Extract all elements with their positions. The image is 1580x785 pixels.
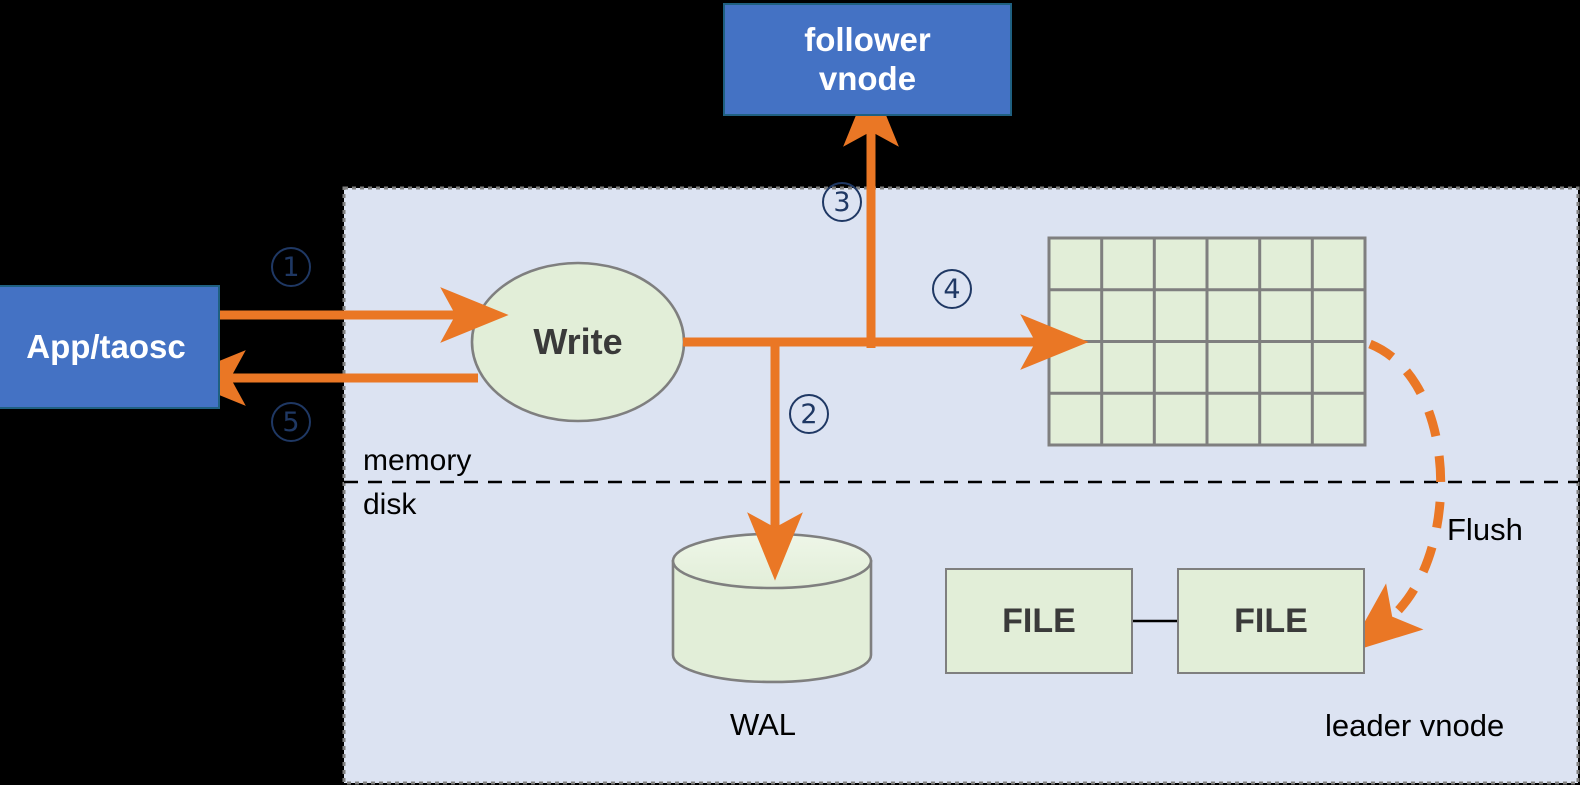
wal-label: WAL [730, 707, 797, 742]
step-marker-3: 3 [822, 182, 862, 222]
memory-label: memory [363, 444, 472, 477]
edge-flush-memtable-to-file [1347, 339, 1446, 653]
follower-vnode-node[interactable]: follower vnode [723, 3, 1012, 116]
file-node-2-label: FILE [1234, 601, 1308, 640]
step-marker-4: 4 [932, 269, 972, 309]
disk-label: disk [363, 488, 417, 521]
step-marker-5: 5 [271, 402, 311, 442]
app-taosc-label: App/taosc [26, 327, 186, 365]
follower-vnode-label-line2: vnode [818, 59, 917, 97]
file-node-2[interactable]: FILE [1177, 568, 1365, 674]
wal-cylinder [671, 532, 873, 684]
step-marker-1: 1 [271, 247, 311, 287]
follower-vnode-label-line1: follower [804, 20, 931, 58]
leader-vnode-label: leader vnode [1325, 708, 1505, 743]
write-ellipse [470, 261, 686, 423]
app-taosc-node[interactable]: App/taosc [0, 285, 220, 409]
flush-label: Flush [1447, 512, 1523, 547]
file-node-1[interactable]: FILE [945, 568, 1133, 674]
memory-table-grid [1047, 236, 1367, 447]
step-marker-2: 2 [789, 394, 829, 434]
file-node-1-label: FILE [1002, 601, 1076, 640]
